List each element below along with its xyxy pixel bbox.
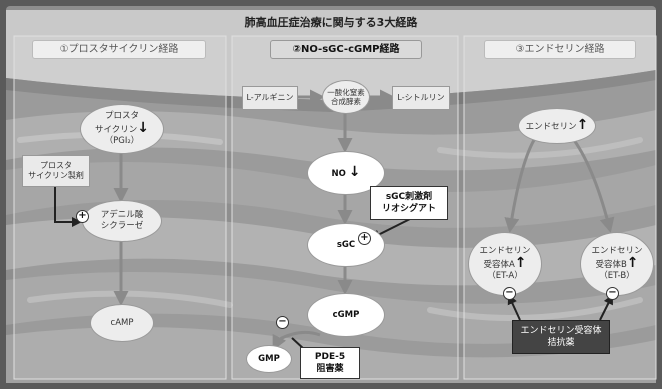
node-label-part: NO xyxy=(331,169,346,179)
node-label-part: エンドセリン xyxy=(525,122,577,132)
node-label: アデニル酸 xyxy=(100,210,144,220)
drug-label: 阻害薬 xyxy=(316,364,344,374)
node-adenylate-cyclase: アデニル酸 シクラーゼ xyxy=(82,200,162,242)
node-label: NO ↓ xyxy=(331,164,361,180)
drug-endothelin-receptor-antagonist: エンドセリン受容体 拮抗薬 xyxy=(512,320,610,354)
node-label: GMP xyxy=(258,353,280,364)
drug-label: リオシグアト xyxy=(381,204,436,214)
node-l-arginine: L-アルギニン xyxy=(242,86,298,110)
node-label-part: 受容体B xyxy=(595,260,627,270)
node-label: （ET-B） xyxy=(599,271,635,281)
down-arrow-icon: ↓ xyxy=(348,164,361,180)
node-label: エンドセリン xyxy=(479,246,531,256)
node-label: プロスタ xyxy=(104,111,139,121)
node-label-part: 受容体A xyxy=(483,260,515,270)
node-label: （ET-A） xyxy=(487,271,523,281)
minus-sign-icon: − xyxy=(606,287,619,300)
node-label: L-シトルリン xyxy=(397,93,445,102)
drug-label: プロスタ xyxy=(40,161,72,170)
node-label: （PGI₂） xyxy=(104,136,140,146)
node-label: シクラーゼ xyxy=(100,221,144,231)
node-label: L-アルギニン xyxy=(246,93,294,102)
up-arrow-icon: ↑ xyxy=(576,117,589,133)
drug-sgc-stimulator-riociguat: sGC刺激剤 リオシグアト xyxy=(370,186,448,220)
diagram-title: 肺高血圧症治療に関与する3大経路 xyxy=(244,16,418,29)
drug-label: sGC刺激剤 xyxy=(385,192,433,202)
node-label: サイクリン↓ xyxy=(94,120,150,136)
node-label: エンドセリン xyxy=(591,246,643,256)
node-label: 受容体B↑ xyxy=(595,255,639,271)
plus-sign-icon: + xyxy=(358,232,371,245)
drug-label: エンドセリン受容体 xyxy=(520,326,602,336)
drug-label: 拮抗薬 xyxy=(547,338,575,348)
node-endothelin-receptor-a: エンドセリン 受容体A↑ （ET-A） xyxy=(468,232,542,296)
node-label: sGC xyxy=(336,239,356,250)
node-endothelin-receptor-b: エンドセリン 受容体B↑ （ET-B） xyxy=(580,232,654,296)
node-label: 合成酵素 xyxy=(331,97,361,106)
node-l-citrulline: L-シトルリン xyxy=(392,86,450,110)
up-arrow-icon: ↑ xyxy=(626,255,639,271)
node-cgmp: cGMP xyxy=(307,293,385,337)
drug-prostacyclin-preparation: プロスタ サイクリン製剤 xyxy=(22,155,90,187)
node-label: エンドセリン↑ xyxy=(525,117,589,133)
node-sgc: sGC xyxy=(307,223,385,267)
column-header-no-sgc-cgmp: ②NO-sGC-cGMP経路 xyxy=(270,40,422,59)
plus-sign-icon: + xyxy=(76,210,89,223)
column-header-prostacyclin: ①プロスタサイクリン経路 xyxy=(32,40,206,59)
down-arrow-icon: ↓ xyxy=(137,120,150,136)
drug-label: サイクリン製剤 xyxy=(28,171,84,180)
node-camp: cAMP xyxy=(90,304,154,342)
node-nitric-oxide-synthase: 一酸化窒素 合成酵素 xyxy=(322,80,370,114)
node-label: cGMP xyxy=(332,309,360,320)
up-arrow-icon: ↑ xyxy=(514,255,527,271)
node-endothelin: エンドセリン↑ xyxy=(518,108,596,144)
minus-sign-icon: − xyxy=(503,287,516,300)
node-label: cAMP xyxy=(110,317,134,328)
node-label: 一酸化窒素 xyxy=(327,88,365,97)
node-label: 受容体A↑ xyxy=(483,255,527,271)
column-header-endothelin: ③エンドセリン経路 xyxy=(484,40,636,59)
node-prostacyclin-pgi2: プロスタ サイクリン↓ （PGI₂） xyxy=(80,104,164,154)
minus-sign-icon: − xyxy=(276,316,289,329)
drug-pde5-inhibitor: PDE-5 阻害薬 xyxy=(300,347,360,379)
node-gmp: GMP xyxy=(246,345,292,373)
node-label-part: サイクリン xyxy=(94,125,138,135)
drug-label: PDE-5 xyxy=(314,352,346,362)
